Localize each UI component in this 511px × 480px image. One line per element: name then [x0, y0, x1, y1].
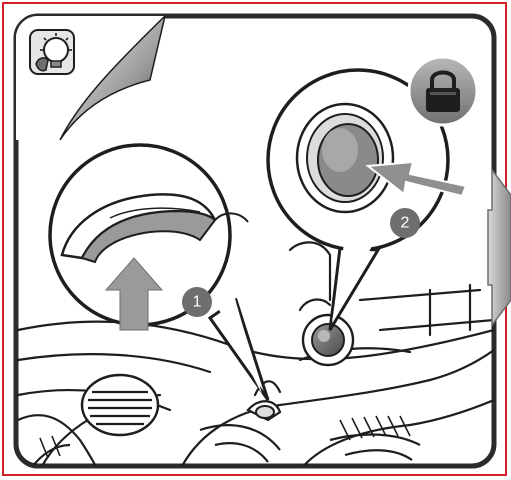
- round-button-closeup: [297, 104, 393, 212]
- page-next-arrow-icon[interactable]: [488, 170, 511, 325]
- step-1-number: 1: [193, 294, 202, 311]
- step-2-badge: 2: [390, 208, 420, 238]
- lock-button-on-body: [303, 315, 353, 365]
- step-1-badge: 1: [182, 287, 212, 317]
- roller-drum: [82, 375, 158, 435]
- step-2-number: 2: [401, 215, 410, 232]
- padlock-icon: [409, 57, 477, 125]
- lightbulb-icon: [30, 30, 74, 74]
